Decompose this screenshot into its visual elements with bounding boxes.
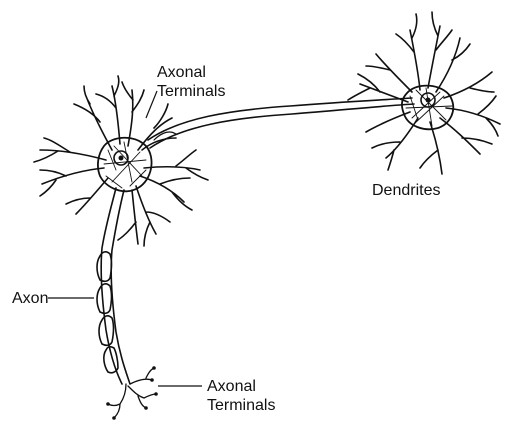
axonal-terminals-top-label: Axonal Terminals [157, 63, 225, 101]
right-neuron-dendrites [348, 12, 500, 174]
leader-top-terminals [146, 91, 157, 118]
axonal-terminals-top-line1: Axonal [157, 63, 225, 82]
axonal-terminals-bottom-label: Axonal Terminals [207, 377, 275, 415]
label-leader-lines [48, 91, 202, 386]
left-neuron-axon [97, 188, 130, 384]
axonal-terminals-bottom-line2: Terminals [207, 396, 275, 415]
axonal-terminals-top-line2: Terminals [157, 82, 225, 101]
left-neuron-soma [98, 138, 152, 191]
connecting-axon [148, 98, 414, 148]
bottom-axonal-terminals [106, 366, 158, 420]
axonal-terminals-bottom-line1: Axonal [207, 377, 275, 396]
left-neuron-dendrites [34, 76, 208, 246]
dendrites-label: Dendrites [372, 181, 440, 200]
axon-label: Axon [12, 289, 48, 308]
